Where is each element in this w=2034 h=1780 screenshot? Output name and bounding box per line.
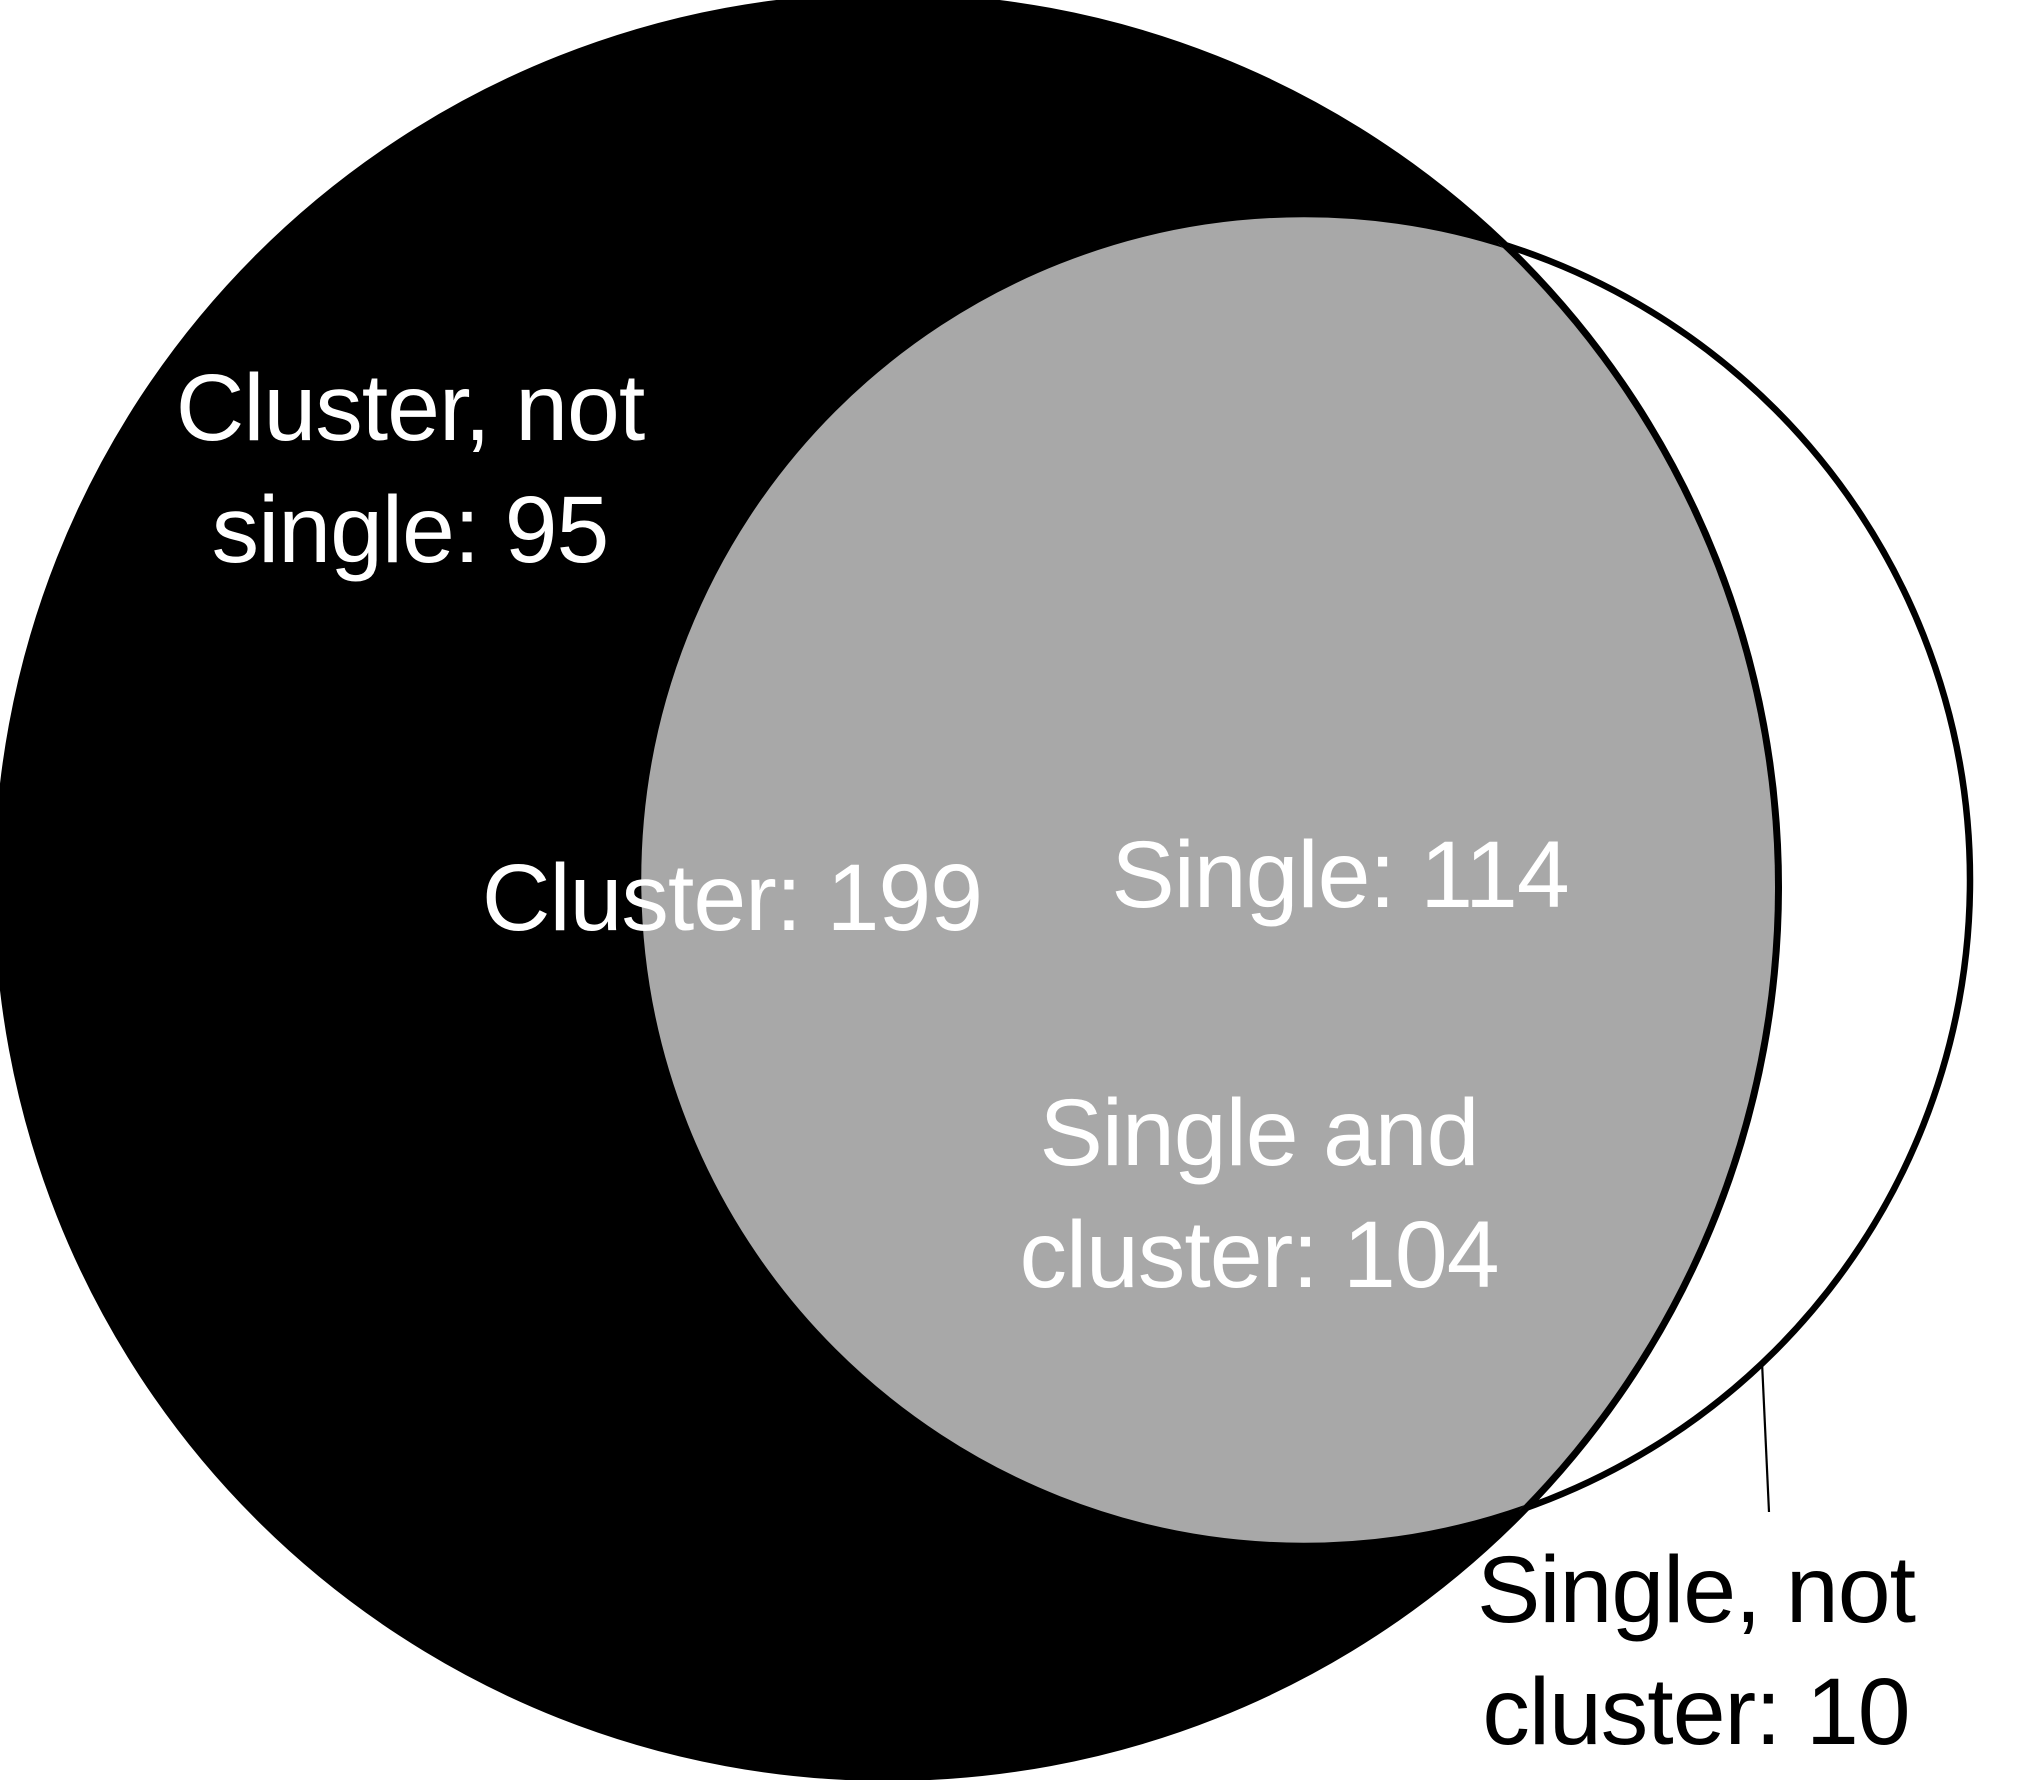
label-cluster-not-single-line1: Cluster, not [176,355,645,461]
label-single-and-cluster-line1: Single and [1040,1080,1479,1186]
label-single-total: Single: 114 [1111,822,1568,928]
label-single-not-cluster-line1: Single, not [1477,1537,1916,1643]
label-single-not-cluster-line2: cluster: 10 [1482,1659,1909,1765]
label-cluster-not-single-line2: single: 95 [212,477,609,583]
label-cluster-total: Cluster: 199 [482,845,982,951]
overlap-region [634,210,1775,1550]
leader-line [1760,1361,1771,1513]
label-single-and-cluster-line2: cluster: 104 [1019,1202,1498,1308]
